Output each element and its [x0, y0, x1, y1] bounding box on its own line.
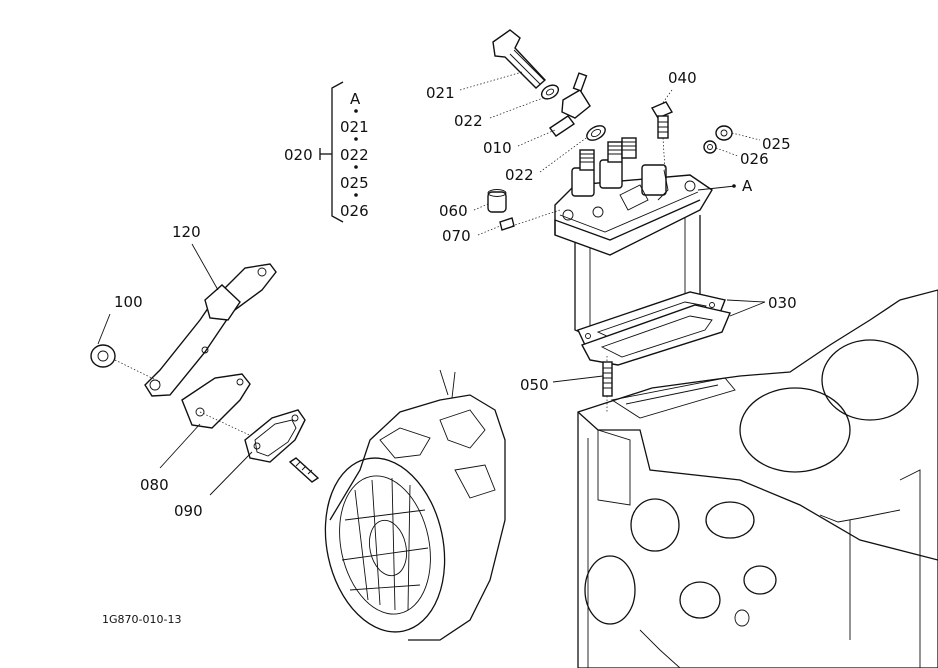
callout-ref-a: A — [742, 177, 753, 195]
injection-pump — [554, 137, 713, 346]
stud-050 — [602, 356, 613, 412]
bracket-120 — [144, 263, 277, 397]
callout-021: 021 — [426, 84, 455, 102]
group-label-020: 020 — [284, 146, 313, 164]
gasket-030 — [577, 291, 731, 366]
fuel-fitting-parts — [492, 29, 606, 141]
callout-025: 025 — [762, 135, 791, 153]
callout-090: 090 — [174, 502, 203, 520]
group-bracket — [319, 81, 358, 223]
callout-022: 022 — [505, 166, 534, 184]
group-item-021: 021 — [340, 118, 369, 136]
callout-080: 080 — [140, 476, 169, 494]
gasket-090 — [244, 409, 320, 483]
callout-022: 022 — [454, 112, 483, 130]
figure-code: 1G870-010-13 — [102, 613, 181, 626]
callout-100: 100 — [114, 293, 143, 311]
gear-case — [324, 369, 506, 641]
group-item-022: 022 — [340, 146, 369, 164]
group-item-a: A — [350, 90, 361, 108]
group-item-026: 026 — [340, 202, 369, 220]
engine-block — [577, 289, 938, 668]
callout-010: 010 — [483, 139, 512, 157]
callout-120: 120 — [172, 223, 201, 241]
callout-040: 040 — [668, 69, 697, 87]
group-item-025: 025 — [340, 174, 369, 192]
cover-plate-080 — [181, 373, 261, 441]
callout-030: 030 — [768, 294, 797, 312]
callout-070: 070 — [442, 227, 471, 245]
nut-100 — [90, 344, 161, 383]
callout-026: 026 — [740, 150, 769, 168]
callout-060: 060 — [439, 202, 468, 220]
pin-and-clip — [487, 189, 561, 231]
leader-lines — [97, 71, 766, 496]
callout-050: 050 — [520, 376, 549, 394]
air-vent-screws — [650, 101, 733, 171]
